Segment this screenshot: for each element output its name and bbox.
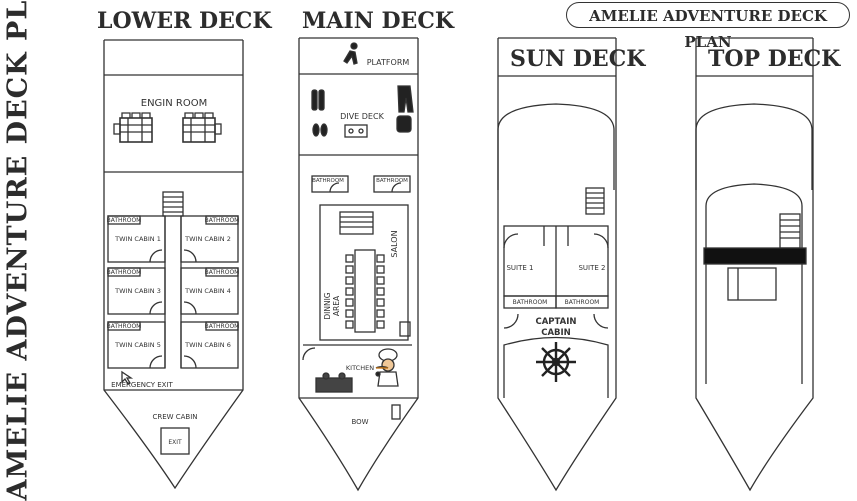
top-deck-title: TOP DECK [708,46,841,72]
suite-2-label: SUITE 2 [578,264,605,272]
kitchen-label: KITCHEN [346,364,374,372]
dive-deck-bench [344,124,368,138]
lower-bathroom-4: BATHROOM [205,269,240,276]
steering-wheel-icon [536,342,576,382]
top-deck-stairs [779,213,801,249]
twin-cabin-1: TWIN CABIN 1 [114,235,161,243]
captain-cabin-line2: CABIN [541,328,571,338]
lower-bathroom-5: BATHROOM [107,323,142,330]
lower-deck-hull [103,40,244,490]
suite-1-label: SUITE 1 [506,264,533,272]
exit-label: EXIT [168,439,182,446]
lower-bathroom-3: BATHROOM [107,269,142,276]
dive-deck-label: DIVE DECK [340,112,384,121]
captain-cabin-line1: CAPTAIN [535,317,576,327]
kitchen-counter [391,404,401,420]
sun-deck-hull [497,38,617,492]
chef-icon [375,348,399,387]
twin-cabin-2: TWIN CABIN 2 [184,235,231,243]
lower-bathroom-1: BATHROOM [107,217,142,224]
top-deck-plan [695,37,814,492]
plan-title-badge: AMELIE ADVENTURE DECK PLAN [566,2,850,51]
exit-hatch [160,427,190,455]
lower-deck-title: LOWER DECK [97,8,272,34]
twin-cabin-6: TWIN CABIN 6 [184,341,231,349]
dining-table [354,249,376,333]
dining-label-line1: DINNIG [323,292,332,319]
sun-deck-title: SUN DECK [510,46,646,72]
top-deck-black-bar [703,247,807,265]
emergency-exit-label: EMERGENCY EXIT [111,381,173,389]
main-bathroom-left: BATHROOM [312,178,344,184]
twin-cabin-4: TWIN CABIN 4 [184,287,231,295]
lower-deck-plan [103,39,244,490]
top-deck-hull [695,38,814,492]
bcd-vest-icon [396,115,412,133]
lower-bathroom-2: BATHROOM [205,217,240,224]
engine-left-icon [113,112,153,143]
sun-deck-plan [497,37,617,492]
main-deck-title: MAIN DECK [302,8,454,34]
salon-label: SALON [390,230,399,257]
fins-icon [312,123,328,137]
crew-cabin-label: CREW CABIN [152,413,197,421]
wetsuit-icon [397,85,414,113]
diver-icon [343,42,358,65]
sun-deck-stairs [585,187,605,215]
stove-icon [315,372,353,393]
main-deck-hull [298,38,419,492]
emergency-exit-arrow-icon [121,370,134,385]
lower-bathroom-6: BATHROOM [205,323,240,330]
lower-stairs [162,191,184,217]
oxygen-tank-icon [311,89,325,111]
sun-bathroom-right: BATHROOM [565,299,600,306]
engine-right-icon [182,112,222,143]
bow-label: BOW [351,418,368,426]
engine-room-label: ENGIN ROOM [141,98,207,109]
dining-chairs [345,254,385,329]
sun-bathroom-left: BATHROOM [513,299,548,306]
main-deck-plan [298,37,419,492]
platform-label: PLATFORM [367,58,410,67]
twin-cabin-3: TWIN CABIN 3 [114,287,161,295]
main-bathroom-right: BATHROOM [376,178,408,184]
dining-label-line2: AREA [332,295,341,316]
twin-cabin-5: TWIN CABIN 5 [114,341,161,349]
